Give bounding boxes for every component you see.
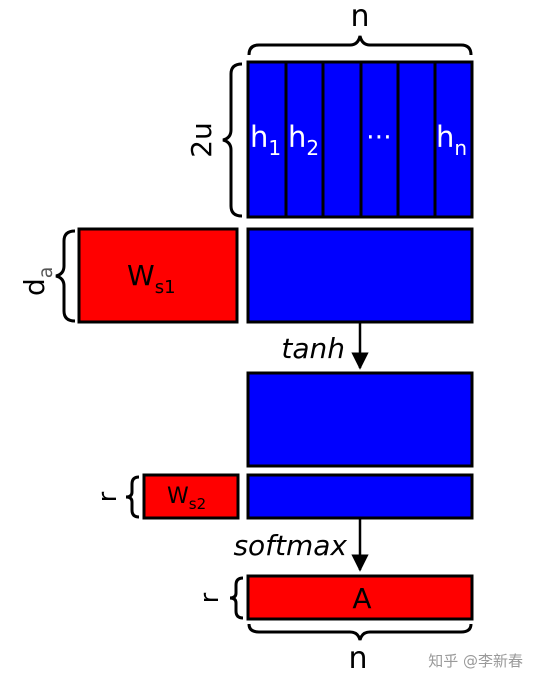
ws2-matrix <box>142 473 240 520</box>
a-matrix <box>246 574 474 621</box>
da-brace <box>55 229 76 323</box>
h2-label: h2 <box>288 120 319 160</box>
r-brace-1 <box>125 475 140 519</box>
h1-label: h1 <box>250 120 281 160</box>
r-label-1: r <box>93 491 123 502</box>
tanh-label: tanh <box>281 332 345 365</box>
ws2-product-matrix <box>246 473 474 520</box>
watermark-text: 知乎 @李新春 <box>428 652 523 670</box>
ellipsis-label: ⋯ <box>366 122 392 152</box>
r-brace-2 <box>229 576 244 620</box>
ws1-label: Ws1 <box>127 259 176 298</box>
ws1-matrix <box>77 227 239 324</box>
da-label: da <box>18 267 57 296</box>
two-u-brace <box>222 62 243 218</box>
ws2-label: Ws2 <box>167 484 206 513</box>
r-label-2: r <box>195 592 225 603</box>
two-u-label: 2u <box>185 122 218 158</box>
top-n-label: n <box>350 0 369 34</box>
ws1-h-product-matrix <box>246 227 474 324</box>
top-n-brace <box>247 35 473 56</box>
a-label: A <box>352 582 371 615</box>
bottom-n-label: n <box>348 641 367 676</box>
h-matrix: h1 h2 ⋯ hn <box>246 60 474 219</box>
softmax-label: softmax <box>233 529 347 562</box>
hn-label: hn <box>436 120 467 160</box>
bottom-n-brace <box>247 623 473 641</box>
tanh-result-matrix <box>246 371 474 468</box>
